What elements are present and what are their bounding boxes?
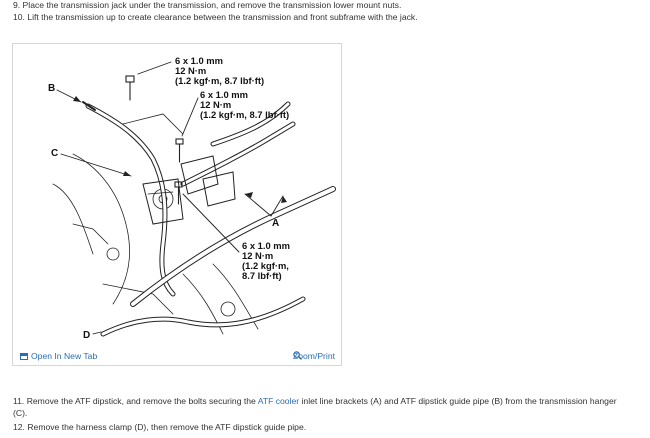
label-d: D [83,330,90,341]
callout-3-torque: 12 N·m [242,250,273,261]
zoom-print-link[interactable]: Zoom/Print [293,351,335,361]
open-in-new-tab-label: Open In New Tab [31,351,98,361]
callout-3-alt-1: (1.2 kgf·m, [242,260,289,271]
callout-1-alt: (1.2 kgf·m, 8.7 lbf·ft) [175,75,264,86]
step-11-text-2: inlet line brackets (A) and ATF dipstick… [13,396,617,418]
open-tab-icon [20,352,28,360]
label-b: B [48,83,55,94]
callout-2-alt: (1.2 kgf·m, 8.7 lbf·ft) [200,109,289,120]
figure-panel: 6 x 1.0 mm 12 N·m (1.2 kgf·m, 8.7 lbf·ft… [12,43,342,366]
label-c: C [51,148,58,159]
figure-footer: Open In New Tab Zoom/Print [13,347,341,365]
step-11: 11. Remove the ATF dipstick, and remove … [13,395,628,419]
callout-2-torque: 12 N·m [200,99,231,110]
step-11-text-1: 11. Remove the ATF dipstick, and remove … [13,396,258,406]
label-a: A [272,218,279,229]
transmission-diagram: 6 x 1.0 mm 12 N·m (1.2 kgf·m, 8.7 lbf·ft… [48,55,336,341]
step-10: 10. Lift the transmission up to create c… [13,12,418,22]
step-12: 12. Remove the harness clamp (D), then r… [13,422,307,432]
callout-3-alt-2: 8.7 lbf·ft) [242,270,282,281]
callout-2-size: 6 x 1.0 mm [200,89,248,100]
step-9: 9. Place the transmission jack under the… [13,0,402,10]
magnifier-icon [293,351,302,360]
atf-cooler-link[interactable]: ATF cooler [257,396,300,406]
open-in-new-tab-link[interactable]: Open In New Tab [20,351,97,361]
callout-1-torque: 12 N·m [175,65,206,76]
callout-3-size: 6 x 1.0 mm [242,240,290,251]
zoom-print-label: Zoom/Print [292,351,335,361]
callout-1-size: 6 x 1.0 mm [175,55,223,66]
